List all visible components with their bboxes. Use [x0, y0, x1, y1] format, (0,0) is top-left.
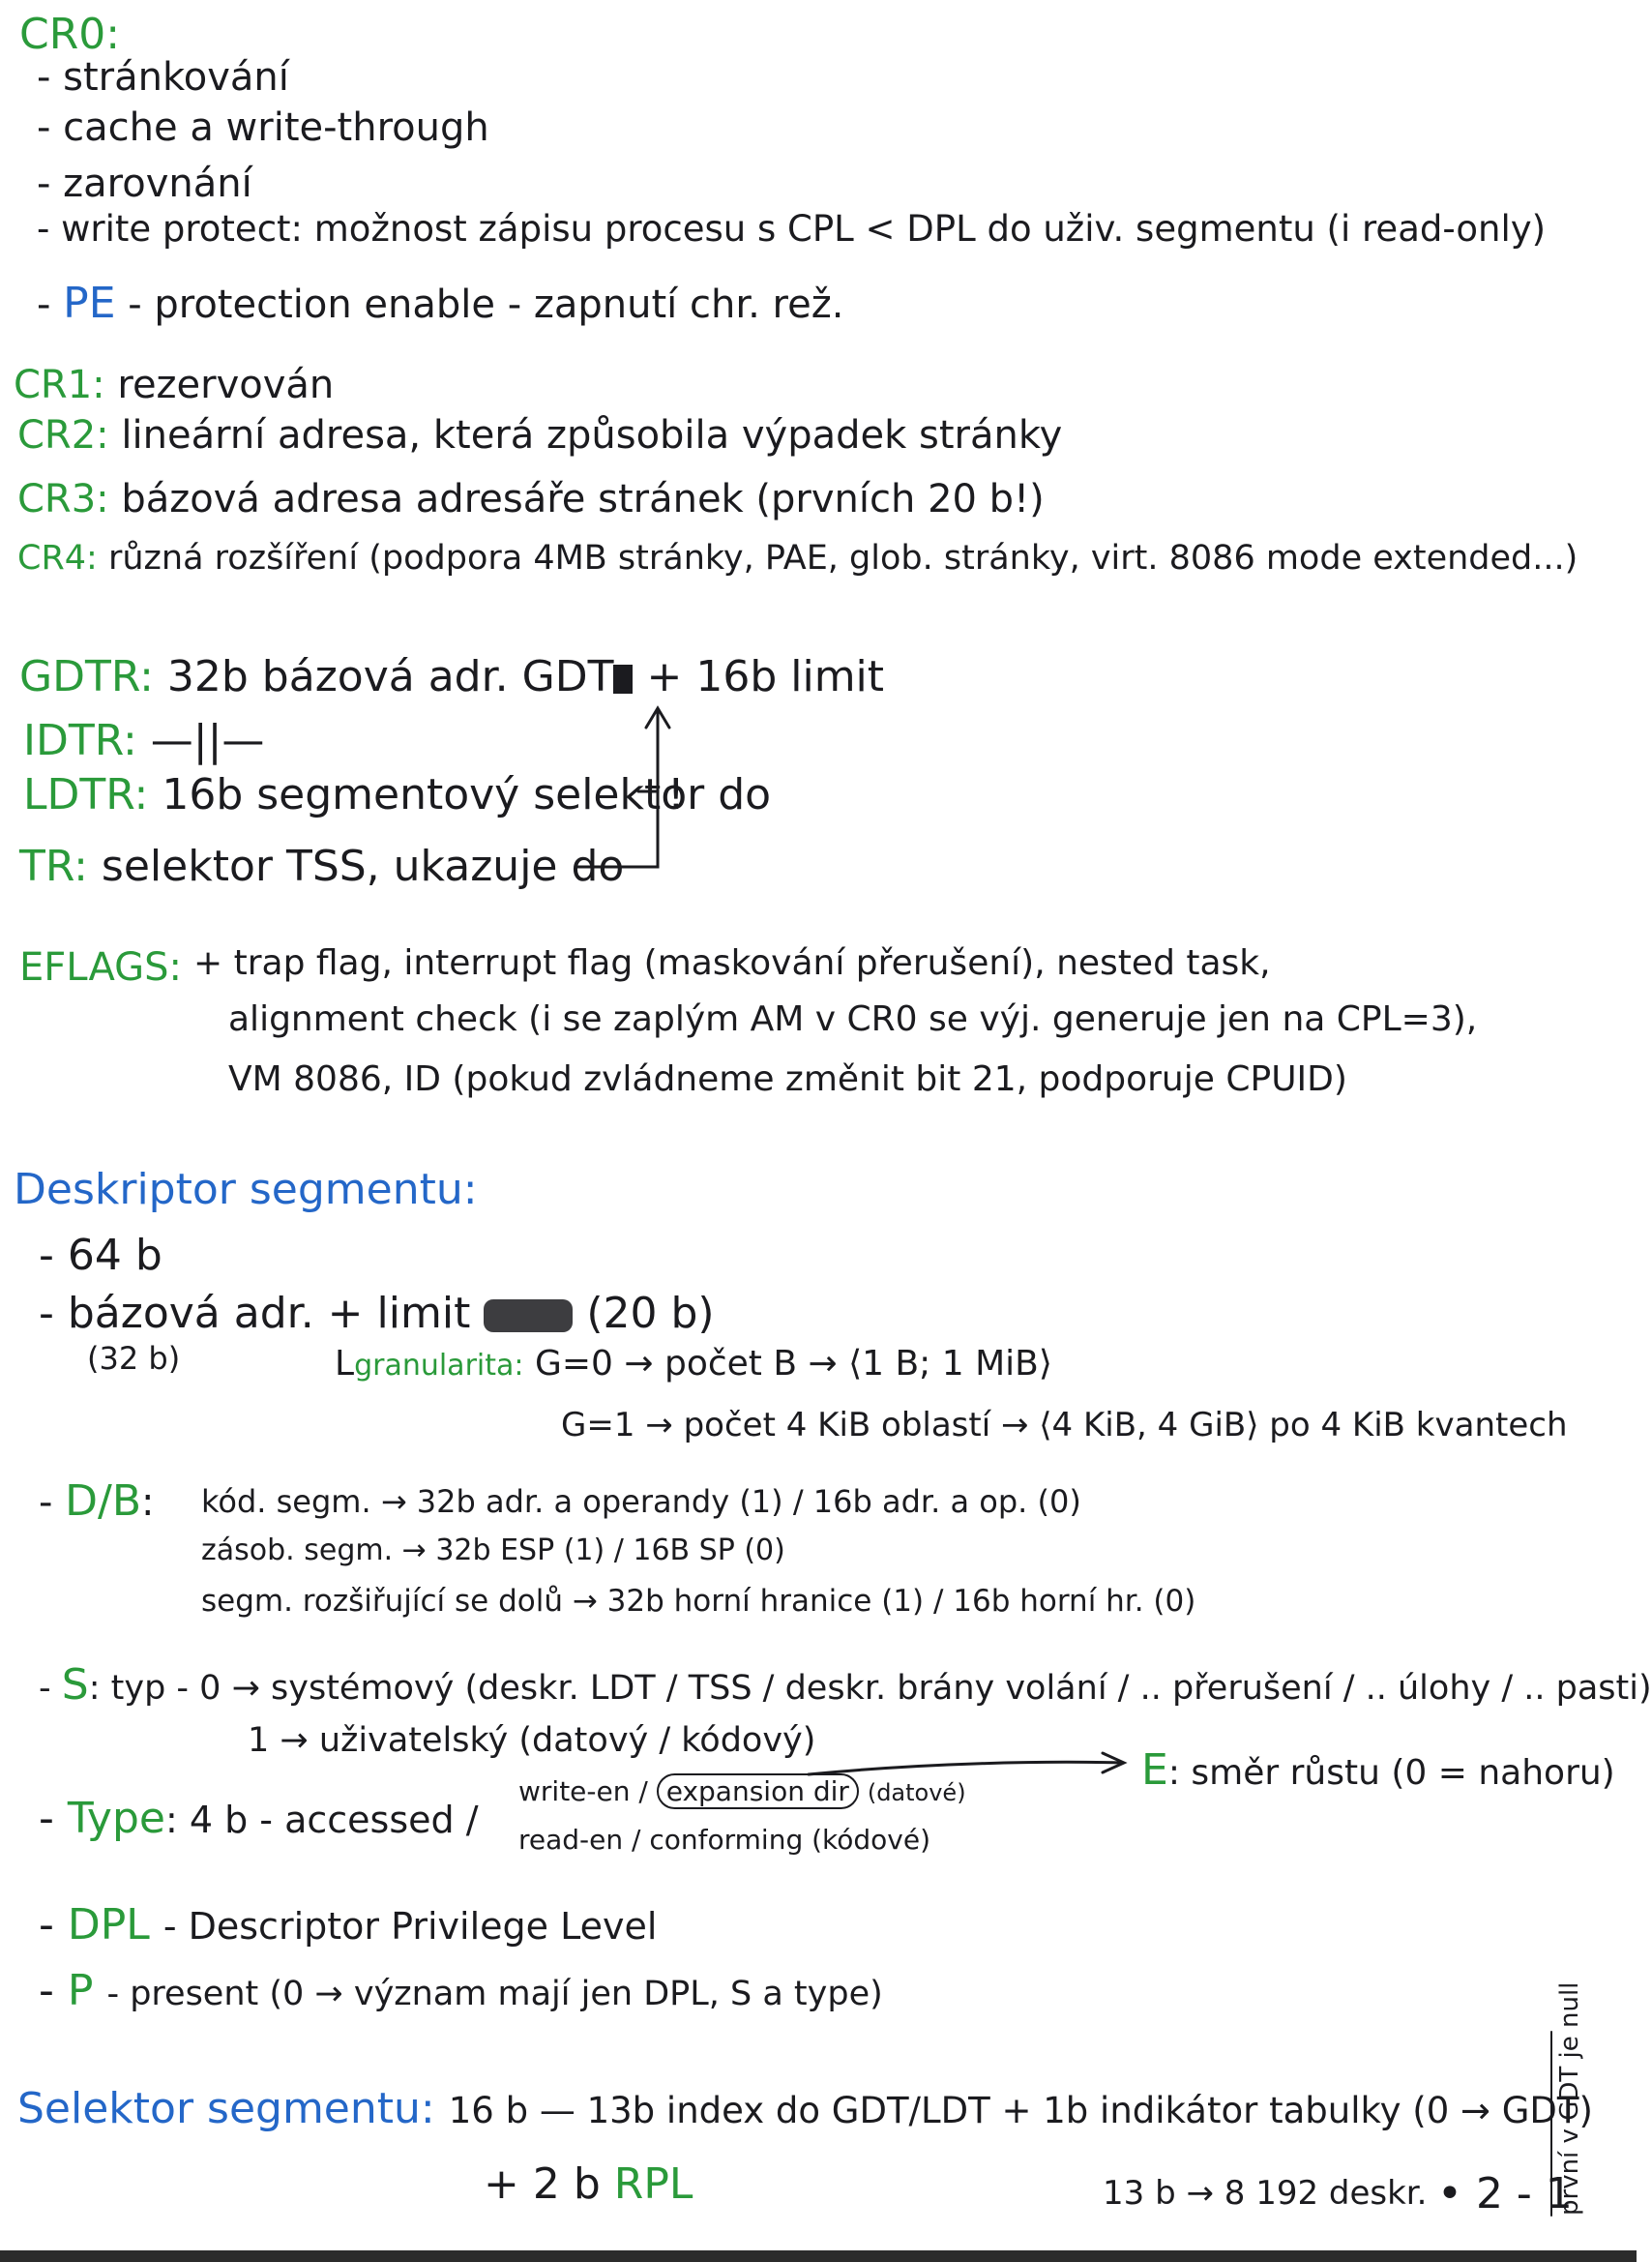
tr-label: TR: — [19, 842, 88, 891]
granularity-g1: G=1 → počet 4 KiB oblastí → ⟨4 KiB, 4 Gi… — [561, 1406, 1568, 1444]
pe-label: PE — [63, 279, 116, 328]
dpl-line: - DPL - Descriptor Privilege Level — [39, 1904, 657, 1947]
eflags-line: + trap flag, interrupt flag (maskování p… — [193, 943, 1271, 983]
cr0-pe-line: - PE - protection enable - zapnutí chr. … — [37, 283, 843, 325]
gdtr-text: 32b bázová adr. GDT — [166, 652, 614, 701]
eflags-line: alignment check (i se zaplým AM v CR0 se… — [228, 999, 1478, 1039]
idtr-line: IDTR: —||— — [23, 720, 264, 762]
idtr-text: —||— — [150, 716, 265, 765]
pe-dash: - — [37, 283, 51, 327]
dpl-label: DPL — [67, 1900, 150, 1949]
type-line: - Type: 4 b - accessed / — [39, 1798, 479, 1840]
type-row-1: write-en / expansion dir (datové) — [518, 1773, 966, 1809]
cr1-label: CR1: — [14, 363, 105, 407]
selector-rpl-line: + 2 b RPL — [484, 2163, 693, 2206]
cr2-label: CR2: — [17, 413, 109, 458]
cr3-line: CR3: bázová adresa adresáře stránek (prv… — [17, 480, 1045, 519]
s-user-line: 1 → uživatelský (datový / kódový) — [248, 1721, 816, 1760]
expansion-arrow-line — [807, 1760, 1124, 1776]
db-label: D/B — [65, 1476, 142, 1526]
dpl-text: - Descriptor Privilege Level — [162, 1905, 658, 1948]
type-data-note: (datové) — [867, 1779, 966, 1806]
descriptor-base: - bázová adr. + limit — [39, 1289, 471, 1338]
type-label: Type — [67, 1794, 165, 1843]
cr3-text: bázová adresa adresáře stránek (prvních … — [121, 477, 1045, 521]
db-line: segm. rozšiřující se dolů → 32b horní hr… — [201, 1584, 1196, 1619]
db-dash: - — [39, 1480, 53, 1525]
eflags-label: EFLAGS: — [19, 945, 183, 990]
s-dash: - — [39, 1669, 51, 1708]
descriptor-base-line: - bázová adr. + limit (20 b) — [39, 1293, 715, 1335]
granularity-line: Lgranularita: G=0 → počet B → ⟨1 B; 1 Mi… — [335, 1347, 1052, 1382]
cr1-line: CR1: rezervován — [14, 366, 334, 404]
e-label: E — [1141, 1745, 1168, 1795]
bracket-arrow-head — [644, 705, 671, 729]
side-note: první v GDT je null — [1555, 1981, 1584, 2216]
p-label: P — [67, 1966, 94, 2015]
page-number: • 2 - 1 — [1437, 2169, 1573, 2218]
e-text: : směr růstu (0 = nahoru) — [1167, 1753, 1615, 1793]
selector-count: 13 b → 8 192 deskr. — [1103, 2174, 1428, 2213]
ldtr-mark: ! — [667, 770, 685, 819]
tr-line: TR: selektor TSS, ukazuje do — [19, 846, 624, 888]
cr0-label: CR0: — [19, 10, 121, 59]
p-line: - P - present (0 → význam mají jen DPL, … — [39, 1970, 883, 2012]
tr-text: selektor TSS, ukazuje do — [101, 842, 625, 891]
db-colon: : — [141, 1480, 155, 1525]
descriptor-base-bits: (20 b) — [586, 1289, 715, 1338]
type-row-2: read-en / conforming (kódové) — [518, 1824, 931, 1856]
selector-line: Selektor segmentu: 16 b — 13b index do G… — [17, 2088, 1593, 2130]
descriptor-size: - 64 b — [39, 1231, 162, 1280]
scan-edge — [0, 2250, 1637, 2262]
descriptor-base-sub: (32 b) — [87, 1340, 181, 1377]
rpl-label: RPL — [613, 2159, 693, 2209]
ldtr-line: LDTR: 16b segmentový selektor do — [23, 774, 771, 817]
s-label: S — [61, 1660, 89, 1710]
gdtr-line: GDTR: 32b bázová adr. GDT + 16b limit — [19, 656, 884, 699]
gdtr-limit: + 16b limit — [646, 652, 885, 701]
granularity-mark: L — [335, 1344, 355, 1384]
selector-text: 16 b — 13b index do GDT/LDT + 1b indikát… — [448, 2090, 1593, 2131]
ldtr-label: LDTR: — [23, 770, 149, 819]
s-line: - S: typ - 0 → systémový (deskr. LDT / T… — [39, 1664, 1652, 1707]
expansion-arrow-head — [1101, 1751, 1128, 1774]
e-line: E: směr růstu (0 = nahoru) — [1141, 1749, 1615, 1792]
cr0-item: - zarovnání — [37, 162, 252, 206]
selector-rpl-prefix: + 2 b — [484, 2159, 601, 2209]
cr0-item: - write protect: možnost zápisu procesu … — [37, 208, 1547, 250]
cr3-label: CR3: — [17, 477, 109, 521]
gdtr-label: GDTR: — [19, 652, 154, 701]
granularity-g0: G=0 → počet B → ⟨1 B; 1 MiB⟩ — [534, 1344, 1052, 1384]
s-text: : typ - 0 → systémový (deskr. LDT / TSS … — [88, 1669, 1652, 1708]
cr2-line: CR2: lineární adresa, která způsobila vý… — [17, 416, 1062, 455]
cr4-text: různá rozšíření (podpora 4MB stránky, PA… — [107, 539, 1578, 578]
p-text: - present (0 → význam mají jen DPL, S a … — [106, 1975, 883, 2013]
type-dash: - — [39, 1794, 54, 1843]
db-line: kód. segm. → 32b adr. a operandy (1) / 1… — [201, 1483, 1081, 1520]
pe-text: - protection enable - zapnutí chr. rež. — [128, 283, 844, 327]
idtr-label: IDTR: — [23, 716, 137, 765]
type-write-en: write-en / — [518, 1775, 648, 1807]
db-heading: - D/B: — [39, 1480, 155, 1523]
cr2-text: lineární adresa, která způsobila výpadek… — [121, 413, 1063, 458]
type-text: : 4 b - accessed / — [164, 1799, 479, 1841]
ink-blot — [613, 665, 634, 694]
ldtr-text: 16b segmentový selektor do — [162, 770, 772, 819]
cr0-item: - stránkování — [37, 55, 289, 100]
p-dash: - — [39, 1966, 54, 2015]
expansion-dir-circled: expansion dir — [656, 1773, 859, 1809]
cr4-label: CR4: — [17, 539, 98, 578]
cr1-text: rezervován — [117, 363, 335, 407]
granularity-label: granularita: — [354, 1349, 524, 1383]
dpl-dash: - — [39, 1900, 54, 1949]
selector-title: Selektor segmentu: — [17, 2084, 435, 2133]
cr4-line: CR4: různá rozšíření (podpora 4MB stránk… — [17, 542, 1578, 576]
cr0-item: - cache a write-through — [37, 105, 489, 150]
db-line: zásob. segm. → 32b ESP (1) / 16B SP (0) — [201, 1533, 785, 1567]
eflags-line: VM 8086, ID (pokud zvládneme změnit bit … — [228, 1059, 1347, 1099]
ink-blot — [484, 1299, 574, 1332]
descriptor-title: Deskriptor segmentu: — [14, 1165, 478, 1214]
